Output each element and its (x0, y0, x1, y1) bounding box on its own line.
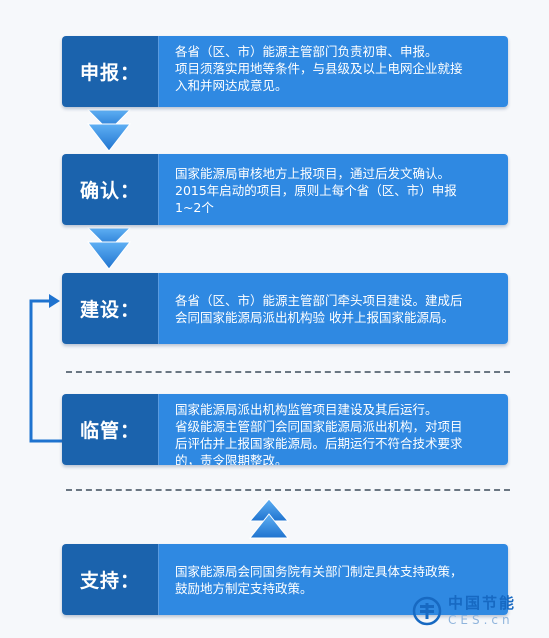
desc-line: 省级能源主管部门会同国家能源局派出机构，对项目 (175, 419, 463, 434)
step-label: 建设： (62, 273, 159, 344)
desc-line: 后评估并上报国家能源局。后期运行不符合技术要求 (175, 436, 463, 451)
feedback-loop-arrow (29, 294, 62, 443)
step-description: 国家能源局审核地方上报项目，通过后发文确认。 2015年启动的项目，原则上每个省… (159, 154, 508, 225)
step-confirm: 确认： 国家能源局审核地方上报项目，通过后发文确认。 2015年启动的项目，原则… (62, 154, 508, 225)
desc-line: 1~2个 (175, 199, 214, 215)
step-support: 支持： 国家能源局会同国务院有关部门制定具体支持政策， 鼓励地方制定支持政策。 (62, 544, 508, 615)
desc-line: 鼓励地方制定支持政策。 (175, 581, 313, 596)
step-label: 申报： (62, 36, 159, 107)
step-label: 临管： (62, 394, 159, 465)
desc-line: 国家能源局派出机构监管项目建设及其后运行。 (175, 402, 438, 417)
step-supervise: 临管： 国家能源局派出机构监管项目建设及其后运行。 省级能源主管部门会同国家能源… (62, 394, 508, 465)
desc-line: 会同国家能源局派出机构验 收并上报国家能源局。 (175, 310, 454, 325)
dashed-divider (66, 489, 510, 491)
ces-logo-icon (412, 596, 442, 626)
desc-line: 2015年启动的项目，原则上每个省（区、市）申报 (175, 182, 457, 198)
watermark-name: 中国节能 (448, 594, 517, 612)
desc-line: 的，责令限期整改。 (175, 453, 288, 465)
down-arrow-icon-1 (86, 109, 132, 152)
desc-line: 各省（区、市）能源主管部门负责初审、申报。 (175, 44, 438, 59)
step-description: 各省（区、市）能源主管部门牵头项目建设。建成后 会同国家能源局派出机构验 收并上… (159, 273, 508, 344)
step-description: 国家能源局会同国务院有关部门制定具体支持政策， 鼓励地方制定支持政策。 (159, 544, 508, 615)
step-description: 各省（区、市）能源主管部门负责初审、申报。 项目须落实用地等条件，与县级及以上电… (159, 36, 508, 107)
up-arrow-icon (248, 498, 290, 539)
step-build: 建设： 各省（区、市）能源主管部门牵头项目建设。建成后 会同国家能源局派出机构验… (62, 273, 508, 344)
desc-line: 国家能源局会同国务院有关部门制定具体支持政策， (175, 564, 463, 579)
step-description: 国家能源局派出机构监管项目建设及其后运行。 省级能源主管部门会同国家能源局派出机… (159, 394, 508, 465)
step-label: 支持： (62, 544, 159, 615)
down-arrow-icon-2 (86, 227, 132, 270)
dashed-divider (66, 371, 510, 373)
desc-line: 项目须落实用地等条件，与县级及以上电网企业就接 (175, 61, 463, 76)
step-apply: 申报： 各省（区、市）能源主管部门负责初审、申报。 项目须落实用地等条件，与县级… (62, 36, 508, 107)
watermark: 中国节能 CES.cn (412, 584, 549, 638)
watermark-site: CES.cn (448, 613, 514, 627)
step-label: 确认： (62, 154, 159, 225)
desc-line: 入和并网达成意见。 (175, 78, 288, 93)
desc-line: 各省（区、市）能源主管部门牵头项目建设。建成后 (175, 293, 463, 308)
desc-line: 国家能源局审核地方上报项目，通过后发文确认。 (175, 165, 451, 181)
